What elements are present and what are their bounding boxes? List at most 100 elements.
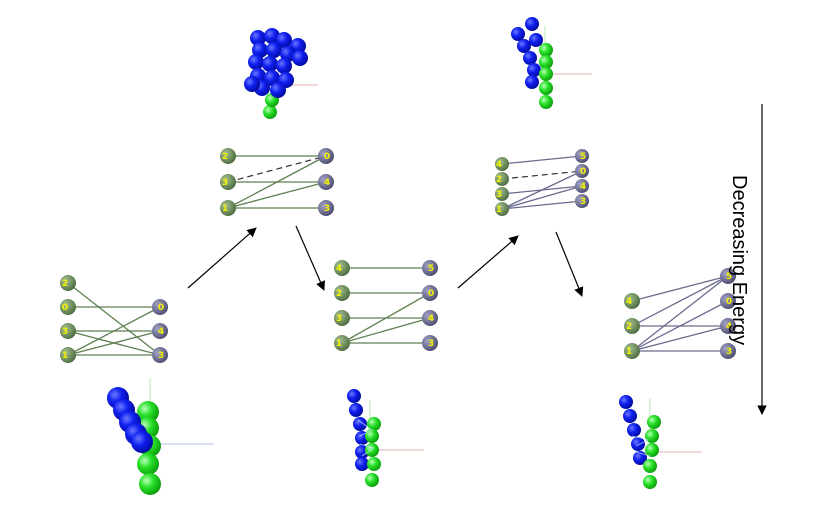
left-node-label: 4 [336, 264, 342, 274]
left-node-label: 1 [626, 347, 632, 357]
left-node [495, 172, 509, 186]
molecule-bottom-right [619, 395, 702, 489]
right-node-label: 4 [580, 182, 586, 192]
left-node [60, 347, 76, 363]
molecule-bottom-left [107, 378, 214, 495]
right-node [422, 335, 438, 351]
right-node-label: 0 [726, 297, 732, 307]
right-node [318, 174, 334, 190]
right-node [152, 323, 168, 339]
left-node [334, 335, 350, 351]
graph-edge [631, 275, 729, 302]
right-node-label: 5 [580, 152, 586, 162]
right-node-label: 3 [324, 204, 330, 214]
left-node-label: 1 [336, 339, 342, 349]
arrow-g4-to-g5 [555, 231, 584, 297]
left-node [495, 157, 509, 171]
graph-edge [501, 170, 583, 210]
graph-g2: 2 3 1 0 4 3 [220, 148, 334, 216]
graph-edge [67, 330, 161, 356]
right-node-label: 5 [428, 264, 434, 274]
right-node [720, 343, 736, 359]
transition-arrows [187, 104, 767, 415]
molecule-renderings [107, 17, 702, 495]
graph-edge [501, 185, 583, 210]
graph-edge [631, 275, 729, 327]
right-node [422, 310, 438, 326]
left-node-label: 2 [336, 289, 342, 299]
graph-edge [67, 282, 161, 356]
left-node-label: 3 [496, 190, 502, 200]
left-node-label: 2 [62, 279, 68, 289]
graph-edge [501, 200, 583, 210]
left-node [624, 293, 640, 309]
right-node-label: 4 [158, 327, 164, 337]
left-node-label: 1 [496, 205, 502, 215]
left-node-label: 4 [626, 297, 632, 307]
left-node-label: 3 [62, 327, 68, 337]
dashed-edge [227, 155, 327, 183]
left-node [495, 202, 509, 216]
right-node [422, 285, 438, 301]
left-node [220, 148, 236, 164]
left-node [60, 299, 76, 315]
left-node [334, 285, 350, 301]
dashed-edge [501, 170, 583, 180]
left-node-label: 4 [496, 160, 502, 170]
graph-edge [501, 155, 583, 165]
molecule-top-left [244, 28, 318, 119]
graph-edge [67, 306, 161, 356]
left-node [60, 323, 76, 339]
arrow-g3-to-g4 [457, 235, 519, 289]
right-node [575, 149, 589, 163]
right-node-label: 3 [158, 351, 164, 361]
graph-edge [341, 292, 431, 344]
left-node [334, 260, 350, 276]
left-node-label: 1 [222, 204, 228, 214]
right-node [152, 347, 168, 363]
right-node [720, 318, 736, 334]
right-node [152, 299, 168, 315]
right-node-label: 0 [428, 289, 434, 299]
right-node [318, 148, 334, 164]
left-node [624, 318, 640, 334]
right-node [575, 179, 589, 193]
molecule-top-right [511, 17, 592, 109]
graph-edge [631, 325, 729, 352]
left-node-label: 2 [222, 152, 228, 162]
left-node [220, 174, 236, 190]
left-node-label: 1 [62, 351, 68, 361]
left-node-label: 2 [626, 322, 632, 332]
right-node [575, 194, 589, 208]
right-node-label: 3 [428, 339, 434, 349]
right-node-label: 3 [580, 197, 586, 207]
right-node-label: 0 [324, 152, 330, 162]
molecule-bottom-middle [347, 389, 424, 487]
arrow-g1-to-g2 [187, 227, 257, 289]
right-node [575, 164, 589, 178]
right-node [720, 293, 736, 309]
right-node-label: 3 [726, 347, 732, 357]
right-node-label: 0 [580, 167, 586, 177]
right-node-label: 4 [726, 322, 732, 332]
right-node [422, 260, 438, 276]
left-node-label: 2 [496, 175, 502, 185]
right-node [318, 200, 334, 216]
graph-edge [227, 181, 327, 209]
left-node-label: 3 [336, 314, 342, 324]
left-node [334, 310, 350, 326]
left-node [60, 275, 76, 291]
graph-edge [631, 275, 729, 352]
right-node [720, 268, 736, 284]
left-node [220, 200, 236, 216]
arrow-g2-to-g3 [295, 225, 325, 291]
right-node-label: 4 [324, 178, 330, 188]
graph-edge [341, 317, 431, 344]
energy-axis-label: Decreasing Energy [728, 175, 750, 346]
left-node-label: 3 [222, 178, 228, 188]
